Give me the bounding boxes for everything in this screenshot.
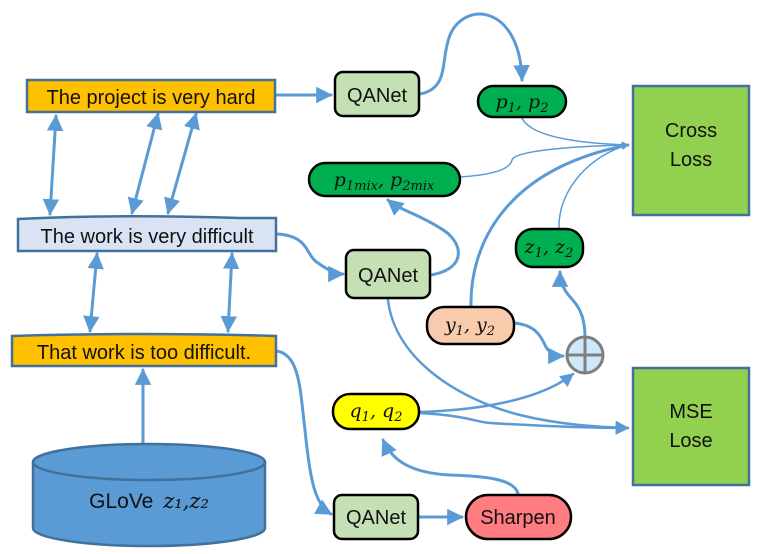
cross-loss-line2: Loss (670, 149, 712, 171)
output-p: p1, p2 (476, 84, 568, 119)
edge-q-mse (418, 411, 630, 435)
mse-loss-box: MSE Lose (631, 366, 751, 487)
output-p-label: p1, p2 (496, 91, 549, 116)
sharpen-label: Sharpen (480, 507, 556, 529)
edge-plus-z (551, 270, 587, 339)
edge-sharpen-q (381, 438, 520, 496)
circle-plus-icon (565, 335, 605, 375)
glove-label: GLoVe z₁,z₂ (89, 489, 209, 513)
edge-p-cross (521, 117, 629, 149)
edge-s2-s3-a (83, 252, 104, 333)
qanet-top: QANet (333, 70, 421, 118)
glove-database: GLoVe z₁,z₂ (31, 442, 267, 548)
sentence-2: The work is very difficult (16, 214, 278, 253)
edge-s1-s2-a (42, 114, 64, 216)
mse-loss-line1: MSE (669, 401, 712, 423)
qanet-bottom: QANet (332, 493, 420, 541)
sentence-2-text: The work is very difficult (40, 226, 253, 248)
edges (42, 12, 630, 526)
sentence-3: That work is too difficult. (10, 332, 278, 368)
edge-s2-s3-b (220, 252, 240, 333)
edge-z-cross (558, 143, 629, 229)
edge-s3-qanet (275, 349, 333, 516)
cross-loss-line1: Cross (665, 120, 717, 142)
qanet-middle-label: QANet (358, 265, 418, 287)
qanet-top-label: QANet (347, 85, 407, 107)
output-z-label: z1, z2 (524, 236, 574, 261)
output-z: z1, z2 (514, 227, 585, 269)
sentence-1-text: The project is very hard (47, 87, 256, 109)
edge-y-cross (469, 142, 630, 308)
output-y: y1, y2 (425, 305, 516, 346)
qanet-middle: QANet (344, 248, 432, 300)
edge-qanet-pmix (386, 198, 460, 277)
cross-loss-box: Cross Loss (631, 84, 751, 217)
sentence-3-text: That work is too difficult. (37, 342, 251, 364)
edge-s2-qanet (275, 232, 345, 283)
sentence-1: The project is very hard (25, 78, 277, 114)
sharpen-node: Sharpen (464, 493, 573, 541)
mse-loss-line2: Lose (669, 430, 712, 452)
edge-s1-s2-c (164, 112, 200, 215)
output-y-label: y1, y2 (444, 314, 495, 339)
qanet-bottom-label: QANet (346, 507, 406, 529)
edge-s1-s2-b (127, 112, 163, 215)
edge-qanet-p (418, 12, 530, 96)
edge-q-plus (418, 372, 575, 414)
output-pmix-label: p1mix, p2mix (334, 169, 435, 194)
edge-qanet-mse (386, 298, 630, 435)
output-q-label: q1, q2 (350, 400, 403, 425)
output-pmix: p1mix, p2mix (307, 161, 462, 198)
edge-y-plus (512, 321, 565, 365)
edge-pmix-cross (459, 141, 629, 178)
output-q: q1, q2 (331, 392, 421, 431)
